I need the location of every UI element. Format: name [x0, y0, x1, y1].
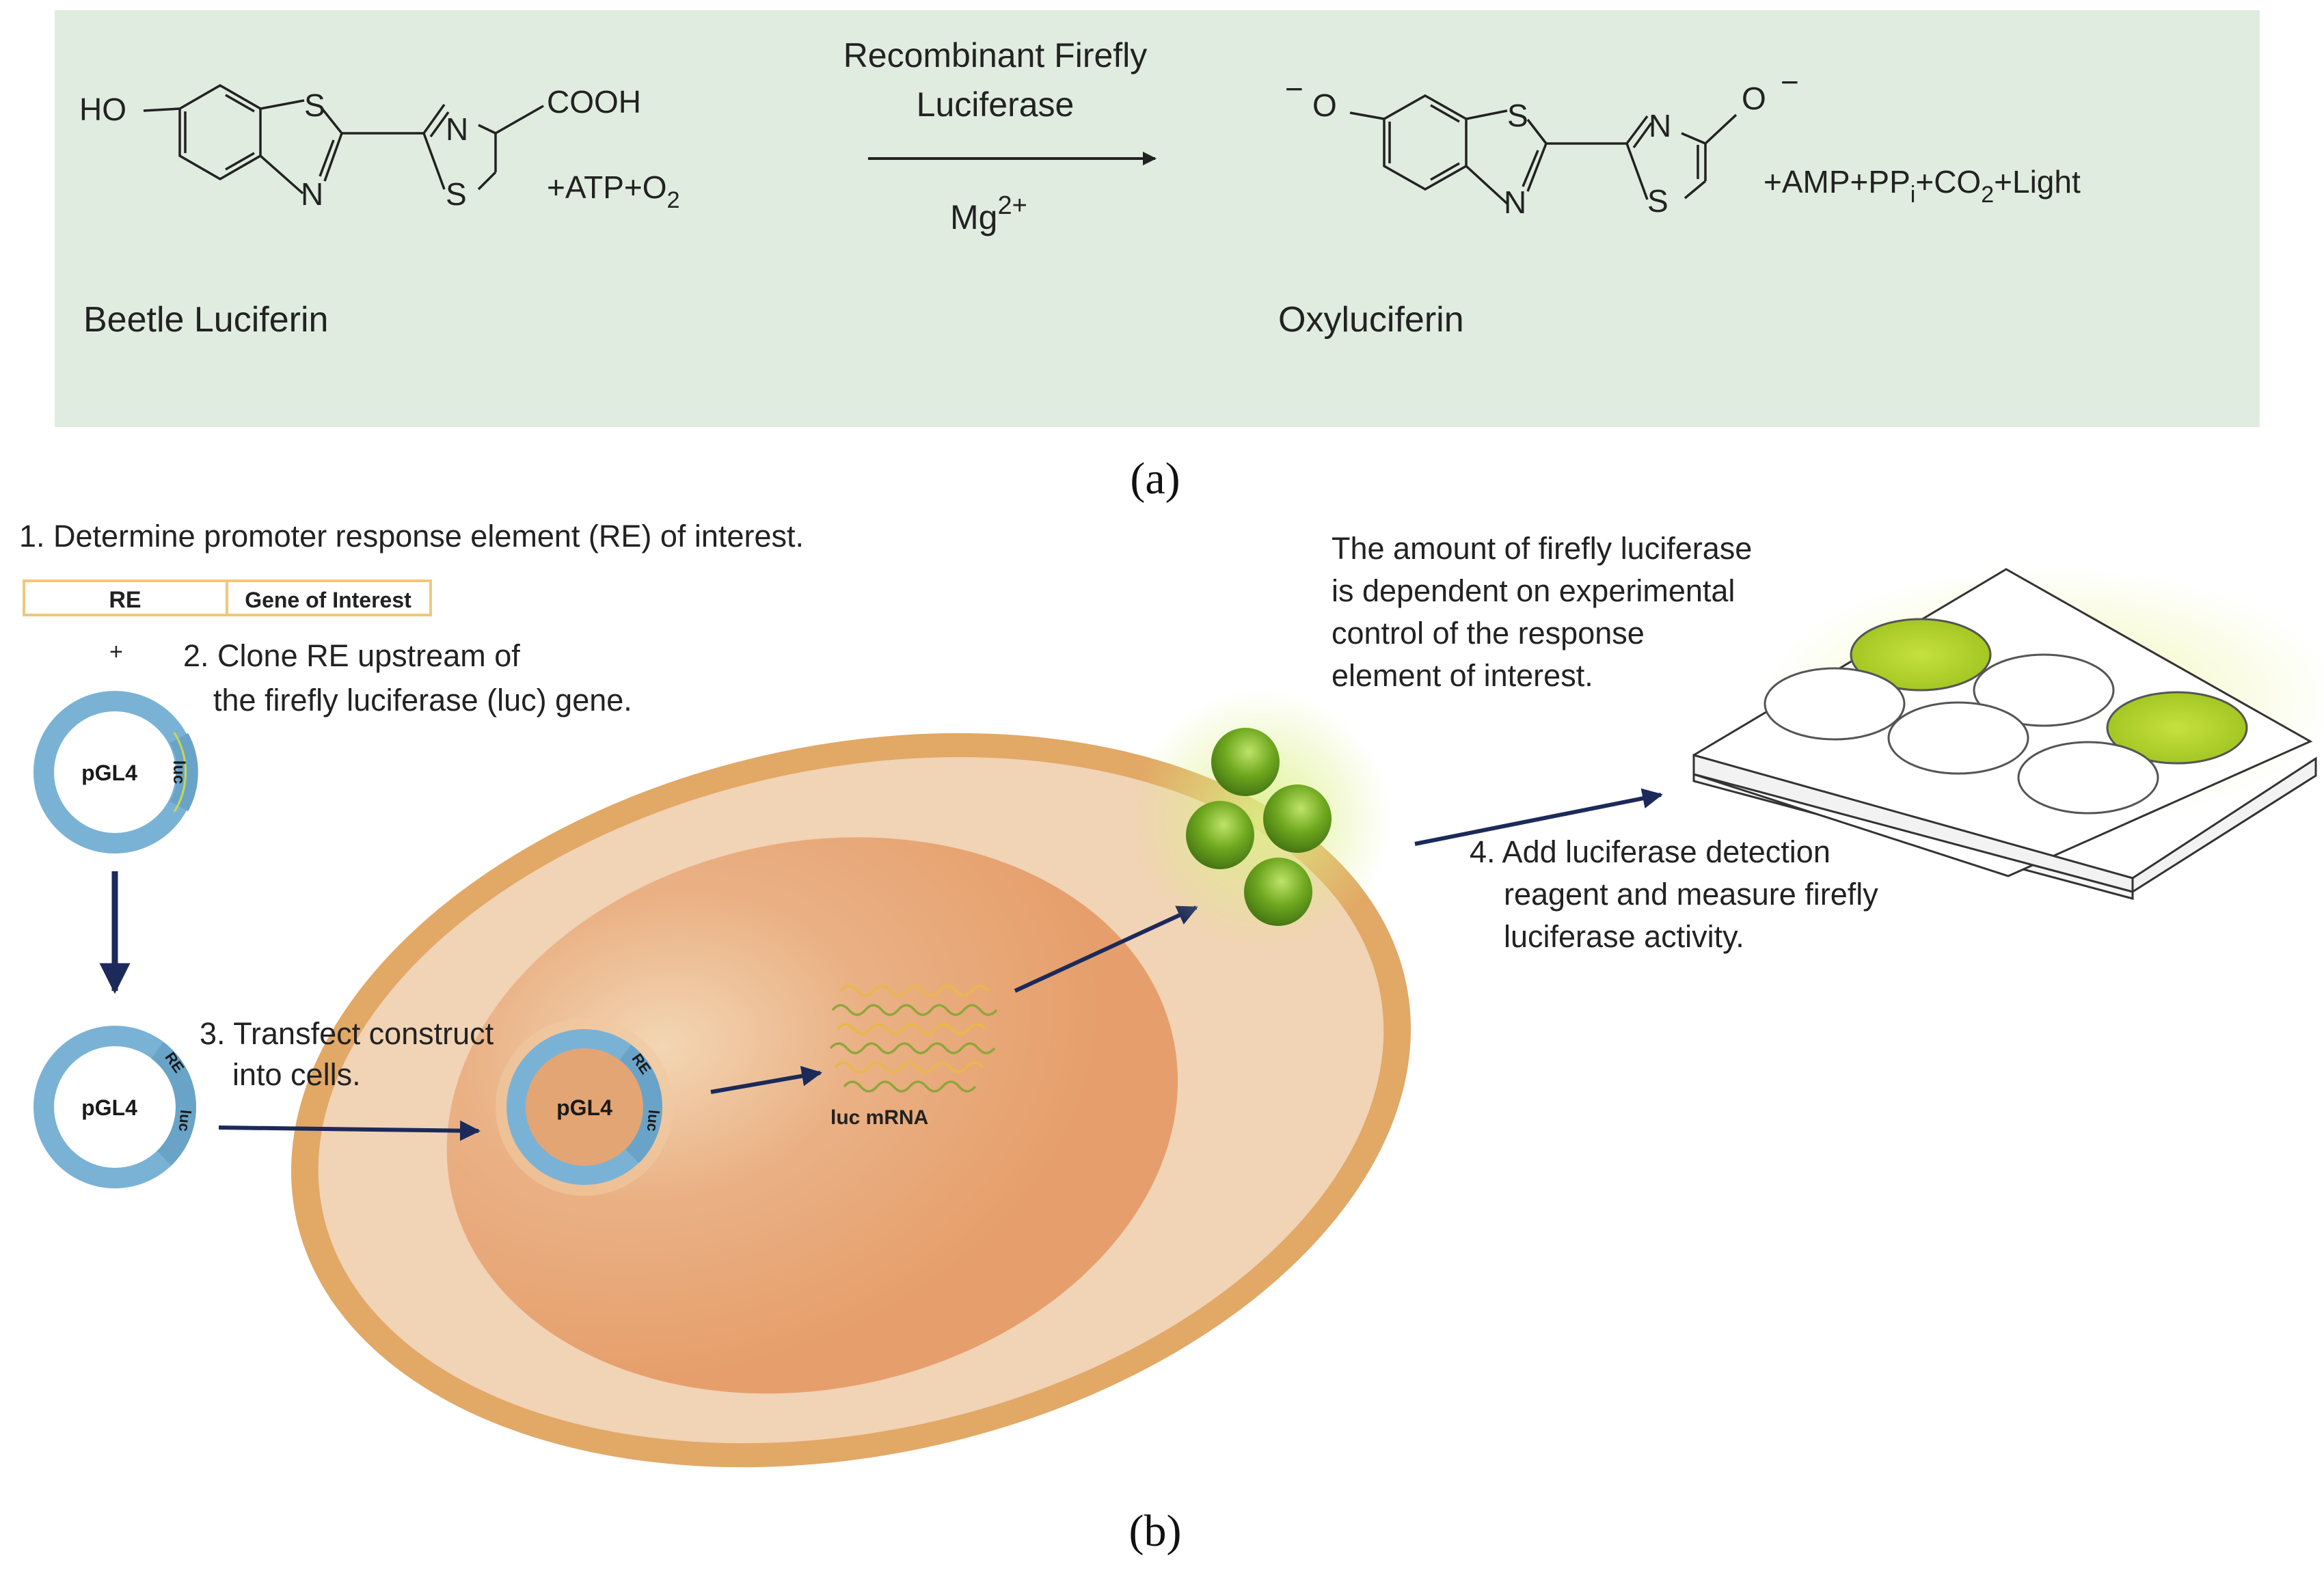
panel-a-label: (a)	[1130, 454, 1180, 504]
gene-box-label: Gene of Interest	[245, 588, 411, 612]
mrna-label: luc mRNA	[830, 1106, 928, 1129]
luciferase-protein	[1211, 728, 1280, 796]
transcription-arrow	[710, 1065, 822, 1094]
cofactor-label: Mg2+	[950, 191, 1027, 236]
luciferase-protein	[1186, 801, 1254, 869]
well	[1764, 667, 1906, 741]
well-glowing	[1850, 618, 1992, 692]
luc-segment-label-3: luc	[644, 1109, 663, 1132]
step2-line2: the firefly luciferase (luc) gene.	[213, 683, 632, 718]
panel-b: 1. Determine promoter response element (…	[19, 519, 2324, 1556]
oxide-label-right: O	[1742, 81, 1766, 116]
oxyluciferin-structure	[1349, 94, 1738, 205]
sulfur-label-1: S	[304, 87, 325, 123]
well-glowing	[2106, 691, 2248, 765]
step3-line2: into cells.	[232, 1057, 361, 1092]
nitrogen-label-4: N	[1649, 108, 1671, 144]
panel-b-label: (b)	[1129, 1506, 1182, 1556]
plasmid-name-2: pGL4	[81, 1095, 137, 1120]
step3-line1: 3. Transfect construct	[200, 1016, 494, 1051]
product-name: Oxyluciferin	[1278, 300, 1464, 340]
step4-line3: luciferase activity.	[1504, 919, 1744, 954]
plasmid-in-nucleus: pGL4 RE luc	[496, 1018, 673, 1196]
step4-line1: 4. Add luciferase detection	[1470, 834, 1830, 869]
nitrogen-label-1: N	[301, 176, 323, 212]
carboxyl-label: COOH	[547, 84, 641, 120]
luc-segment-label-1: luc	[170, 761, 188, 784]
well	[2017, 741, 2159, 815]
sulfur-label-4: S	[1647, 183, 1668, 219]
step2-line1: 2. Clone RE upstream of	[183, 638, 520, 673]
cosubstrates-text: +ATP+O2	[547, 169, 679, 213]
products-text: +AMP+PPi+CO2+Light	[1764, 164, 2081, 208]
amount-line4: element of interest.	[1332, 658, 1593, 693]
well	[1973, 653, 2115, 727]
plus-sign: +	[109, 639, 123, 665]
luciferase-proteins	[1131, 690, 1391, 950]
products-subscript-i: i	[1910, 182, 1916, 208]
gene-construct-bar: RE Gene of Interest	[23, 579, 432, 616]
step4-line2: reagent and measure firefly	[1504, 877, 1878, 912]
panel-a: HO S N N S COOH +ATP+O2 Recombinant Fire…	[55, 10, 2260, 504]
hydroxy-label: HO	[79, 92, 126, 127]
step1-text: 1. Determine promoter response element (…	[19, 519, 804, 554]
translation-arrow	[1014, 905, 1198, 993]
reactant-name: Beetle Luciferin	[83, 300, 328, 340]
sulfur-label-2: S	[446, 176, 467, 212]
plasmid-original: pGL4 luc	[33, 691, 198, 854]
nucleus	[446, 837, 1178, 1394]
luciferase-protein	[1244, 858, 1312, 926]
luc-mrna	[829, 985, 998, 1093]
nitrogen-label-3: N	[1504, 185, 1526, 220]
detection-arrow	[1414, 788, 1663, 846]
plasmid-construct: pGL4 RE luc	[33, 1026, 196, 1188]
oxide-charge-right: −	[1781, 64, 1799, 100]
amount-line2: is dependent on experimental	[1332, 573, 1735, 608]
re-box-label: RE	[109, 587, 141, 613]
cosubstrates-subscript: 2	[667, 187, 680, 213]
cell	[290, 733, 1411, 1468]
transfect-arrow	[218, 1120, 481, 1141]
amount-line3: control of the response	[1332, 616, 1645, 651]
luciferase-protein	[1263, 784, 1332, 853]
reaction-background	[55, 10, 2260, 427]
plasmid-name-1: pGL4	[81, 761, 137, 785]
enzyme-label-line1: Recombinant Firefly	[843, 36, 1148, 74]
oxide-label-left: O	[1312, 87, 1337, 123]
beetle-luciferin-structure	[143, 83, 544, 195]
sulfur-label-3: S	[1507, 98, 1528, 133]
plasmid-name-3: pGL4	[556, 1095, 612, 1120]
products-subscript-2: 2	[1981, 182, 1994, 208]
luc-segment-label-2: luc	[176, 1109, 195, 1132]
well-plate	[1692, 567, 2324, 900]
amount-line1: The amount of firefly luciferase	[1332, 531, 1752, 566]
enzyme-label-line2: Luciferase	[917, 85, 1075, 124]
oxide-charge-left: −	[1285, 71, 1303, 107]
nitrogen-label-2: N	[446, 111, 468, 147]
well	[1887, 701, 2029, 775]
cofactor-superscript: 2+	[997, 191, 1027, 220]
